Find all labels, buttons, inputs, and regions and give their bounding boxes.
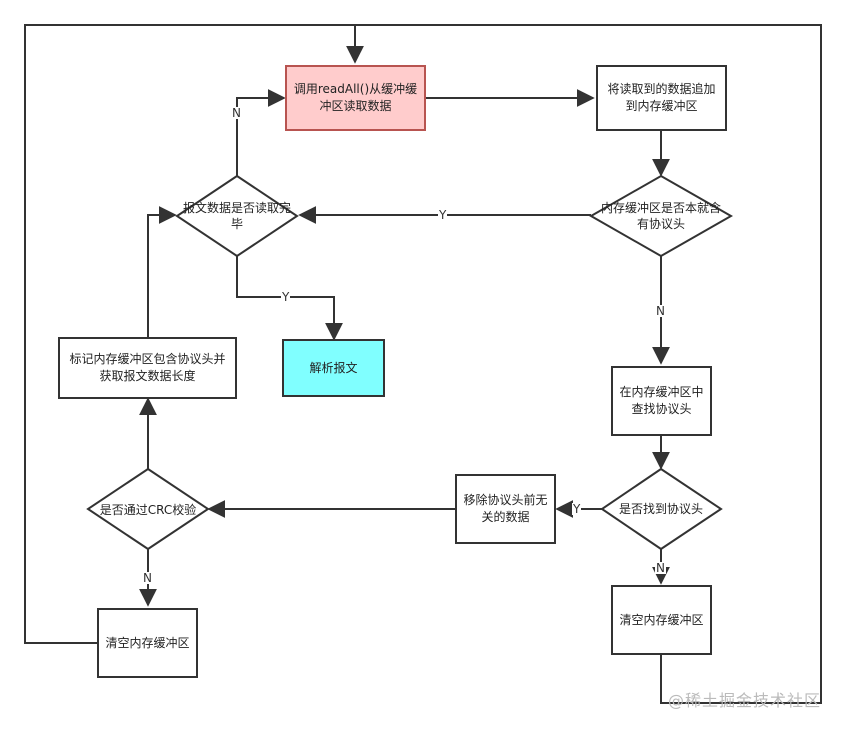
find-header-label: 在内存缓冲区中查找协议头 <box>619 385 704 416</box>
edge-label-found-no: N <box>655 561 666 575</box>
edge-label-found-yes: Y <box>572 502 582 516</box>
edge-complete-no <box>236 89 286 176</box>
append-buffer-label: 将读取到的数据追加到内存缓冲区 <box>607 82 716 113</box>
remove-prefix-label: 移除协议头前无关的数据 <box>463 493 548 524</box>
header-found-text: 是否找到协议头 <box>618 502 703 516</box>
parse-message-label: 解析报文 <box>309 360 358 375</box>
clear-buffer-left-label: 清空内存缓冲区 <box>105 635 190 650</box>
read-data-label: 调用readAll()从缓冲缓冲区读取数据 <box>293 82 418 113</box>
clear-buffer-right-label: 清空内存缓冲区 <box>619 612 704 627</box>
read-complete-text: 报文数据是否读取完毕 <box>183 201 292 231</box>
diamond-has-header <box>588 174 734 258</box>
diamond-read-complete <box>175 174 299 258</box>
diamond-header-found <box>600 467 723 551</box>
edge-mark-complete <box>147 206 177 337</box>
mark-header-label: 标记内存缓冲区包含协议头并获取报文数据长度 <box>69 352 226 383</box>
edge-label-crc-no: N <box>142 571 153 585</box>
loop-line-right <box>355 24 822 704</box>
edge-label-complete-yes: Y <box>281 290 291 304</box>
read-data-node: 调用readAll()从缓冲缓冲区读取数据 <box>285 65 426 131</box>
crc-check-text: 是否通过CRC校验 <box>99 503 197 517</box>
mark-header-node: 标记内存缓冲区包含协议头并获取报文数据长度 <box>58 337 237 399</box>
clear-buffer-left-node: 清空内存缓冲区 <box>97 608 198 678</box>
edge-label-has-header-no: N <box>655 304 666 318</box>
find-header-node: 在内存缓冲区中查找协议头 <box>611 366 712 436</box>
has-header-text: 内存缓冲区是否本就含有协议头 <box>600 201 721 231</box>
clear-buffer-right-node: 清空内存缓冲区 <box>611 585 712 655</box>
diamond-crc <box>86 467 210 551</box>
edge-label-complete-no: N <box>231 106 242 120</box>
loop-line-left <box>24 24 364 644</box>
append-buffer-node: 将读取到的数据追加到内存缓冲区 <box>596 65 727 131</box>
remove-prefix-node: 移除协议头前无关的数据 <box>455 474 556 544</box>
watermark: @稀土掘金技术社区 <box>668 691 822 710</box>
parse-message-node: 解析报文 <box>282 339 385 397</box>
edge-label-has-header-yes: Y <box>438 208 448 222</box>
